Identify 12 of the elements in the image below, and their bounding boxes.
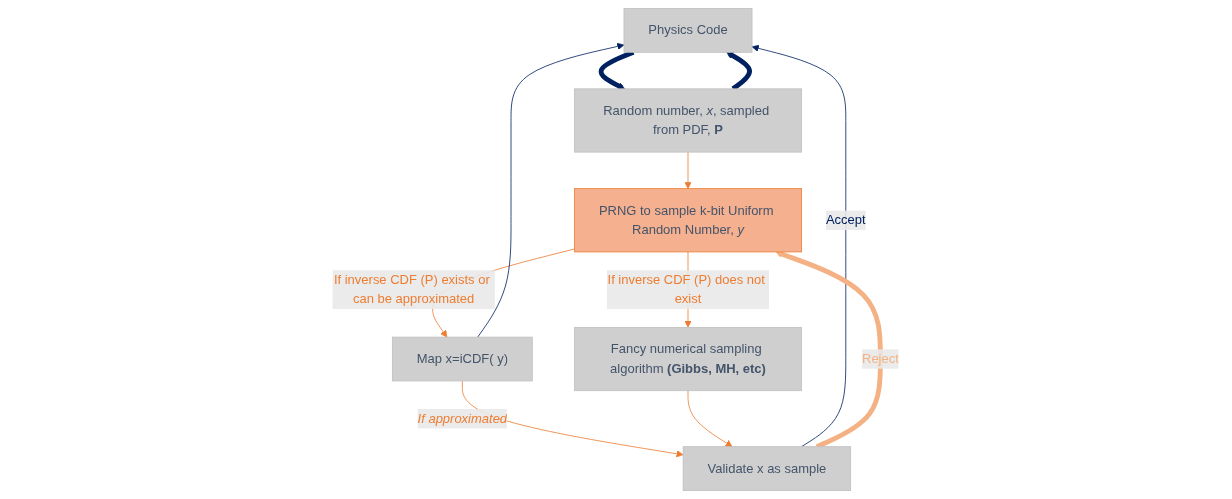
edge-label: Accept [826,212,866,227]
node-box: Validate x as sample [683,446,852,491]
node-box: PRNG to sample k-bit Uniform Random Number, y [574,188,803,253]
arrow [599,50,635,90]
node-box: Fancy numerical sampling algorithm (Gibbs, MH, etc) [574,327,803,392]
edge-label: If approximated [417,411,508,426]
edge-label: Reject [862,351,900,366]
node-box: Physics Code [623,8,753,53]
node-box: Random number, x, sampled from PDF, P [574,88,803,153]
node-box: Map x=iCDF( y) [392,336,534,382]
edge-label: If inverse CDF (P) exists or can be approximated [334,272,491,306]
edge-label: If inverse CDF (P) does not exist [607,272,766,306]
